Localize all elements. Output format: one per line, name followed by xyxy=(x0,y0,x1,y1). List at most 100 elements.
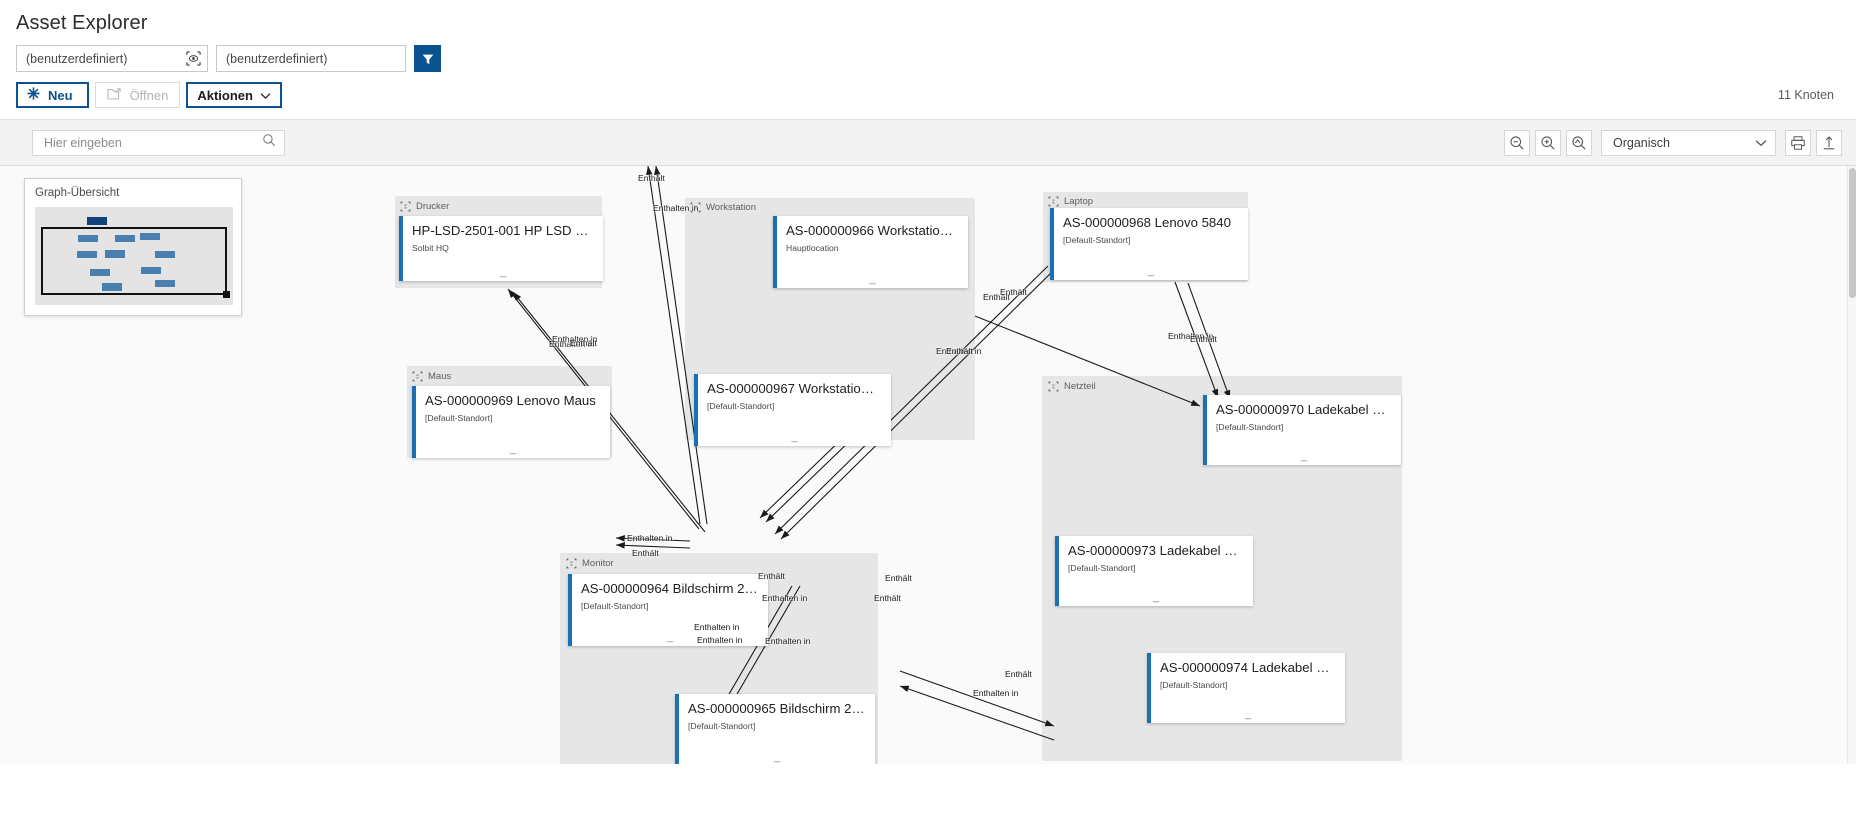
open-button-label: Öffnen xyxy=(129,87,169,103)
node-title: AS-000000970 Ladekabel Lap… xyxy=(1216,402,1391,417)
chevron-down-icon xyxy=(260,88,271,103)
edge-label: Enthält xyxy=(885,573,912,583)
overview-node xyxy=(115,235,135,242)
node-subtitle: Hauptlocation xyxy=(786,243,839,253)
canvas-scrollbar[interactable] xyxy=(1847,166,1856,764)
node-subtitle: [Default-Standort] xyxy=(1160,680,1228,690)
graph-canvas[interactable]: Drucker Workstation Laptop Maus Netzteil… xyxy=(0,166,1856,764)
node-title: AS-000000966 Workstation H… xyxy=(786,223,958,238)
node-subtitle: [Default-Standort] xyxy=(425,413,493,423)
overview-node xyxy=(105,250,125,258)
view-selector-value: (benutzerdefiniert) xyxy=(26,51,128,66)
overview-node xyxy=(78,235,98,242)
group-label-workstation: Workstation xyxy=(690,202,756,213)
overview-viewport-rect[interactable] xyxy=(41,227,227,295)
node-card[interactable]: AS-000000970 Ladekabel Lap… [Default-Sta… xyxy=(1203,395,1401,465)
group-label-text: Netzteil xyxy=(1064,381,1096,392)
open-button[interactable]: Öffnen xyxy=(94,82,181,108)
zoom-in-icon[interactable] xyxy=(1535,129,1561,156)
node-subtitle: [Default-Standort] xyxy=(688,721,756,731)
edge-label: Enthalten in xyxy=(549,339,595,349)
edge-label: Enthalten in xyxy=(694,622,740,632)
overview-node xyxy=(141,267,161,274)
eye-target-icon[interactable] xyxy=(186,51,201,66)
overview-resize-handle[interactable] xyxy=(223,291,230,298)
search-icon[interactable] xyxy=(262,133,276,152)
node-card[interactable]: AS-000000968 Lenovo 5840 [Default-Stando… xyxy=(1050,208,1248,280)
node-card[interactable]: HP-LSD-2501-001 HP LSD 2501 Solbit HQ _ xyxy=(399,216,603,281)
graph-overview-minimap[interactable] xyxy=(35,207,233,305)
collapse-icon xyxy=(1048,381,1059,392)
filter-selector[interactable]: (benutzerdefiniert) xyxy=(216,45,406,72)
node-card[interactable]: AS-000000973 Ladekabel Bild… [Default-St… xyxy=(1055,536,1253,606)
node-card[interactable]: AS-000000965 Bildschirm 27 … [Default-St… xyxy=(675,694,875,764)
node-collapse-dash[interactable]: _ xyxy=(869,273,876,285)
graph-toolbar-right: Organisch xyxy=(1504,129,1842,156)
node-collapse-dash[interactable]: _ xyxy=(791,431,798,443)
edge-label: Enthalten in xyxy=(762,593,808,603)
edge-label: Enthält xyxy=(570,338,597,348)
edge-label: Enthalten in xyxy=(697,635,743,645)
edge-label: Enthalten in xyxy=(973,688,1019,698)
node-card[interactable]: AS-000000974 Ladekabel Bild… [Default-St… xyxy=(1147,653,1345,723)
printer-icon[interactable] xyxy=(1785,129,1811,156)
overview-node xyxy=(90,269,110,276)
graph-overview-panel[interactable]: Graph-Übersicht xyxy=(24,178,242,316)
edge-label: Enthält xyxy=(983,292,1010,302)
node-collapse-dash[interactable]: _ xyxy=(773,751,781,763)
edge-label: Enthalten in xyxy=(765,636,811,646)
edge-label: Enthält xyxy=(632,548,659,558)
node-card[interactable]: AS-000000964 Bildschirm 27 … [Default-St… xyxy=(568,574,768,646)
node-title: AS-000000969 Lenovo Maus xyxy=(425,393,596,408)
node-count-label: 11 Knoten xyxy=(1777,88,1834,102)
node-collapse-dash[interactable]: _ xyxy=(1152,591,1160,603)
search-input-placeholder: Hier eingeben xyxy=(44,135,122,150)
node-collapse-dash[interactable]: _ xyxy=(666,631,674,643)
overview-node xyxy=(102,283,122,291)
node-card[interactable]: AS-000000967 Workstation Of… [Default-St… xyxy=(694,374,891,446)
node-collapse-dash[interactable]: _ xyxy=(1147,265,1155,277)
node-card[interactable]: AS-000000966 Workstation H… Hauptlocatio… xyxy=(773,216,968,288)
node-collapse-dash[interactable]: _ xyxy=(1244,708,1252,720)
edge-label: Enthalten in xyxy=(627,533,673,543)
actions-button[interactable]: Aktionen xyxy=(186,82,282,108)
node-card[interactable]: AS-000000969 Lenovo Maus [Default-Stando… xyxy=(412,386,610,458)
filter-row: (benutzerdefiniert) (benutzerdefiniert) xyxy=(0,35,1856,72)
edge-label: Enthalten in xyxy=(936,346,982,356)
zoom-out-icon[interactable] xyxy=(1504,129,1530,156)
node-subtitle: [Default-Standort] xyxy=(1063,235,1131,245)
group-label-drucker: Drucker xyxy=(400,201,449,212)
node-subtitle: [Default-Standort] xyxy=(1216,422,1284,432)
node-title: AS-000000967 Workstation Of… xyxy=(707,381,881,396)
group-label-laptop: Laptop xyxy=(1048,196,1093,207)
node-title: AS-000000964 Bildschirm 27 … xyxy=(581,581,758,596)
node-subtitle: Solbit HQ xyxy=(412,243,449,253)
zoom-fit-icon[interactable] xyxy=(1566,129,1592,156)
search-input[interactable]: Hier eingeben xyxy=(32,129,285,156)
divider xyxy=(0,119,1856,120)
edge-label: Enthalten in xyxy=(653,203,699,213)
funnel-icon[interactable] xyxy=(414,45,441,72)
collapse-icon xyxy=(412,371,423,382)
edge-label: Enthält xyxy=(874,593,901,603)
edge-label: Enthält xyxy=(758,571,785,581)
upload-icon[interactable] xyxy=(1816,129,1842,156)
canvas-scrollbar-thumb[interactable] xyxy=(1849,168,1856,298)
group-label-text: Workstation xyxy=(706,202,756,213)
page-title: Asset Explorer xyxy=(16,12,148,34)
group-label-monitor: Monitor xyxy=(566,558,614,569)
node-collapse-dash[interactable]: _ xyxy=(1300,450,1308,462)
group-label-text: Drucker xyxy=(416,201,450,212)
collapse-icon xyxy=(400,201,411,212)
filter-selector-value: (benutzerdefiniert) xyxy=(226,51,328,66)
actions-button-label: Aktionen xyxy=(197,87,253,103)
collapse-icon xyxy=(1048,196,1059,207)
open-folder-icon xyxy=(106,87,123,104)
view-selector[interactable]: (benutzerdefiniert) xyxy=(16,45,208,72)
layout-select-value: Organisch xyxy=(1613,135,1670,150)
node-collapse-dash[interactable]: _ xyxy=(499,266,507,278)
layout-select[interactable]: Organisch xyxy=(1601,129,1776,156)
new-button[interactable]: Neu xyxy=(16,82,89,108)
node-title: AS-000000973 Ladekabel Bild… xyxy=(1068,543,1243,558)
node-collapse-dash[interactable]: _ xyxy=(509,443,517,455)
